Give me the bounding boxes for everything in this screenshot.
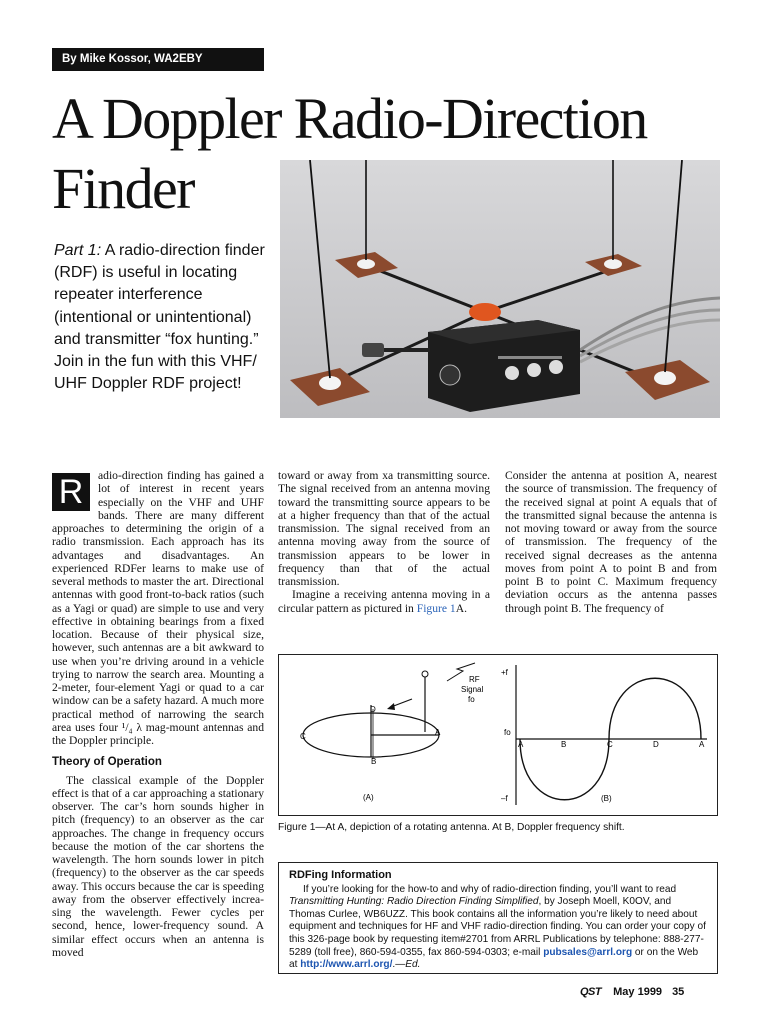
label-panel-a: (A) [363, 793, 374, 802]
body-paragraph-4b: A. [455, 601, 467, 615]
byline: By Mike Kossor, WA2EBY [52, 48, 264, 71]
figure-caption: Figure 1—At A, depiction of a rotating a… [278, 822, 625, 833]
title-line-1: A Doppler Radio-Direction [52, 86, 648, 151]
label-A: A [435, 728, 441, 737]
sidebar-title: RDFing Information [289, 869, 392, 881]
issue-date: May 1999 [613, 986, 663, 998]
sidebar-text-4: .— [392, 959, 406, 971]
label-panel-b: (B) [601, 794, 612, 803]
article-title: A Doppler Radio-Direction Finder [52, 84, 752, 224]
body-paragraph-1: adio-direction finding has gained a lot … [52, 469, 264, 747]
body-paragraph-5: Consider the antenna at position A, near… [505, 469, 717, 615]
label-minus-f: –f [501, 794, 508, 803]
label-b-B: B [561, 740, 566, 749]
body-paragraph-4: Imagine a receiving antenna moving in a … [278, 588, 490, 615]
qst-logo: QST [580, 986, 602, 998]
deck: Part 1: A radio-direction finder (RDF) i… [54, 240, 276, 395]
deck-text: A radio-direction finder (RDF) is useful… [54, 242, 265, 393]
email-link[interactable]: pubsales@arrl.org [543, 946, 633, 958]
body-paragraph-4a: Imagine a receiving antenna moving in a … [278, 588, 490, 615]
column-2: toward or away from xa transmitting sour… [278, 469, 490, 615]
page-number: 35 [672, 986, 685, 998]
page-footer: QST May 1999 35 [580, 986, 720, 998]
label-C: C [300, 732, 306, 741]
subhead-theory: Theory of Operation [52, 756, 162, 769]
sidebar-text-3: or on the Web at [289, 946, 699, 971]
label-b-A: A [518, 740, 524, 749]
label-b-A2: A [699, 740, 705, 749]
web-link[interactable]: http://www.arrl.org/ [300, 959, 393, 971]
figure-1-diagram: C A D B RF Signal fo (A) +f fo –f A B C … [300, 662, 707, 805]
editor-note: Ed. [405, 959, 421, 971]
body-paragraph-3: toward or away from xa transmitting sour… [278, 469, 490, 588]
label-rf: RF [469, 675, 480, 684]
sidebar-text-2: , by Joseph Moell, K0OV, and Thomas Curl… [289, 896, 706, 958]
drop-cap: R [52, 473, 90, 511]
rdfing-sidebar: RDFing Information If you’re looking for… [278, 862, 718, 974]
label-B: B [371, 757, 376, 766]
label-fo: fo [468, 695, 475, 704]
rdf-photo-image [280, 159, 721, 418]
figure-1-link[interactable]: Figure 1 [416, 601, 456, 615]
book-title: Transmitting Hunting: Radio Direction Fi… [289, 896, 539, 908]
title-line-2: Finder [52, 156, 195, 221]
body-paragraph-2: The classical example of the Doppler eff… [52, 773, 264, 959]
deck-part: Part 1: [54, 242, 102, 259]
rdf-photo [280, 159, 721, 418]
doppler-waveform [519, 677, 702, 801]
label-b-D: D [653, 740, 659, 749]
sidebar-text-1: If you’re looking for the how-to and why… [303, 883, 677, 895]
label-D: D [370, 705, 376, 714]
label-signal: Signal [461, 685, 483, 694]
label-b-C: C [607, 740, 613, 749]
label-plus-f: +f [501, 668, 509, 677]
figure-1: C A D B RF Signal fo (A) +f fo –f A B C … [278, 654, 718, 816]
column-3: Consider the antenna at position A, near… [505, 469, 717, 615]
label-fo-axis: fo [504, 728, 511, 737]
sidebar-text: If you’re looking for the how-to and why… [289, 884, 707, 972]
